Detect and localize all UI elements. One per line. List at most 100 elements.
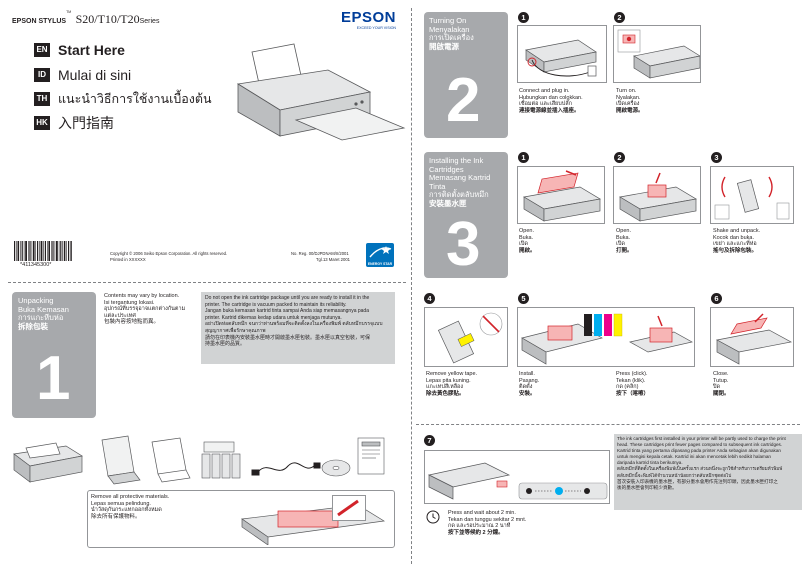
lang-title-en: Start Here bbox=[58, 42, 125, 58]
section-title-installing-ink: Installing the Ink Cartridges Memasang K… bbox=[429, 156, 490, 209]
ink-step-6-image bbox=[710, 307, 794, 367]
model-name: S20/T10/T20 bbox=[75, 12, 140, 26]
turning-on-step-1-image bbox=[517, 25, 607, 83]
contents-note: Contents may vary by location. Isi terga… bbox=[104, 293, 185, 326]
ink-s1-en: Open. bbox=[519, 228, 534, 234]
series-label: Series bbox=[139, 18, 160, 25]
step2-caption-th: เปิดเครื่อง bbox=[616, 101, 640, 108]
ink-warning-box: Do not open the ink cartridge package un… bbox=[201, 292, 395, 364]
ink-s6-en: Close. bbox=[713, 371, 729, 377]
ink-s6-hk: 關閉。 bbox=[713, 391, 730, 398]
ink-s5b-id: Tekan (klik). bbox=[616, 377, 646, 384]
turning-on-step-1-caption: Connect and plug in. Hubungkan dan colok… bbox=[519, 88, 583, 115]
step1-caption-hk: 連接電源線並插入插座。 bbox=[519, 108, 580, 115]
ink-s3-hk: 搖勻及拆除包裝。 bbox=[713, 248, 758, 255]
ink-note-line-3: Kartrid tinta yang pertama dipasang pada… bbox=[617, 448, 781, 454]
warning-line-5: อย่าเปิดห่อตลับหมึก จนกว่าท่านพร้อมที่จะ… bbox=[205, 321, 383, 328]
ink-note-line-4: untuk mengisi kepala cetak. Kartrid ini … bbox=[617, 454, 771, 460]
contents-power-cord bbox=[251, 462, 321, 476]
charging-illustration bbox=[427, 462, 608, 500]
ink-step-6-marker: 6 bbox=[711, 293, 722, 304]
section-number-1: 1 bbox=[36, 344, 71, 413]
lang-title-hk: 入門指南 bbox=[58, 115, 114, 131]
step1-caption-en: Connect and plug in. bbox=[519, 88, 570, 94]
ink-step-1-caption: Open. Buka. เปิด 開啟。 bbox=[519, 228, 536, 255]
ink-step-2-marker: 2 bbox=[614, 152, 625, 163]
warning-line-1: Do not open the ink cartridge package un… bbox=[205, 295, 370, 301]
turning-on-title-en: Turning On bbox=[429, 16, 467, 25]
contents-note-id: Isi tergantung lokasi. bbox=[104, 299, 155, 306]
ink-step-5-caption: Install. Pasang. ติดตั้ง 安裝。 bbox=[519, 371, 539, 398]
remove-note-th: นำวัสดุกันกระแทกออกทั้งหมด bbox=[91, 507, 162, 514]
contents-note-hk: 包裝內容按地點而異。 bbox=[104, 319, 160, 326]
ink-s7-id: Tekan dan tunggu sekitar 2 mnt. bbox=[448, 516, 527, 523]
turning-on-step-2-image bbox=[613, 25, 701, 83]
contents-printer bbox=[13, 442, 83, 483]
ink-step-4-caption: Remove yellow tape. Lepas pita kuning. แ… bbox=[426, 371, 477, 398]
contents-ink-cartridges bbox=[201, 441, 241, 479]
step1-caption-id: Hubungkan dan colokkan. bbox=[519, 94, 583, 101]
shake-cartridge-illustration bbox=[714, 176, 790, 220]
barcode bbox=[14, 241, 72, 261]
ink-s6-id: Tutup. bbox=[713, 377, 729, 384]
ink-step-4-marker: 4 bbox=[424, 293, 435, 304]
installing-title-en-2: Cartridges bbox=[429, 164, 464, 174]
open-cartridge-cover-illustration bbox=[619, 172, 697, 222]
ink-s4-th: แกะเทปสีเหลือง bbox=[426, 384, 464, 391]
ink-step-7-caption: Press and wait about 2 min. Tekan dan tu… bbox=[448, 510, 526, 537]
turning-on-title-hk: 開啟電源 bbox=[429, 41, 459, 51]
open-cover-illustration bbox=[523, 170, 601, 222]
lang-badge-hk: HK bbox=[34, 116, 50, 130]
unpacking-title-en: Unpacking bbox=[18, 296, 54, 305]
ink-step-6-caption: Close. Tutup. ปิด 關閉。 bbox=[713, 371, 730, 398]
energy-star-icon bbox=[369, 246, 392, 258]
section-number-2: 2 bbox=[446, 66, 481, 135]
step2-caption-en: Turn on. bbox=[616, 88, 637, 94]
section-title-turning-on: Turning On Menyalakan การเปิดเครื่อง 開啟電… bbox=[429, 16, 474, 51]
step2-caption-id: Nyalakan. bbox=[616, 94, 641, 101]
ink-note-line-7: ตลับหมึกนี้จะพิมพ์ได้จำนวนหน้าน้อยกว่าตล… bbox=[617, 472, 732, 478]
ink-s4-id: Lepas pita kuning. bbox=[426, 377, 471, 384]
ink-s7-th: กด และรอประมาณ 2 นาที bbox=[448, 523, 511, 530]
ink-s3-id: Kocok dan buka. bbox=[713, 234, 754, 241]
turning-on-title-id: Menyalakan bbox=[429, 24, 470, 34]
lang-badge-en: EN bbox=[34, 43, 50, 57]
ink-step-5b-caption: Press (click). Tekan (klik). กด (คลิก) 按… bbox=[616, 371, 649, 398]
turning-on-step-2-caption: Turn on. Nyalakan. เปิดเครื่อง 開啟電源。 bbox=[616, 88, 644, 115]
lang-title-id: Mulai di sini bbox=[58, 67, 132, 83]
connect-power-illustration bbox=[525, 39, 597, 77]
ink-s5-id: Pasang. bbox=[519, 377, 540, 384]
remove-materials-box: Remove all protective materials. Lepas s… bbox=[87, 490, 395, 548]
power-button-illustration bbox=[617, 29, 700, 79]
ink-s5-en: Install. bbox=[519, 371, 535, 377]
ink-step-1-marker: 1 bbox=[518, 152, 529, 163]
warning-line-8: 持墨水匣的品質。 bbox=[205, 341, 246, 348]
contents-manual bbox=[357, 437, 385, 475]
clock-icon bbox=[426, 510, 440, 524]
installing-title-en-1: Installing the Ink bbox=[429, 156, 484, 165]
ink-step-1-image bbox=[517, 166, 605, 224]
lang-title-th: แนะนำวิธีการใช้งานเบื้องต้น bbox=[58, 92, 212, 106]
section-card-installing-ink: Installing the Ink Cartridges Memasang K… bbox=[424, 152, 508, 278]
remove-note-en: Remove all protective materials. bbox=[91, 494, 170, 500]
ink-s7-hk: 按下並等候約 2 分鐘。 bbox=[448, 530, 504, 537]
ink-step-7-marker: 7 bbox=[424, 435, 435, 446]
contents-note-th: อุปกรณ์ที่บรรจุอาจแตกต่างกันตาม bbox=[104, 306, 186, 313]
turning-on-step-2-marker: 2 bbox=[614, 12, 625, 23]
warning-line-2: printer. The cartridge is vacuum packed … bbox=[205, 301, 347, 308]
reg-date: Tgl.13 Maret 2001 bbox=[316, 257, 350, 262]
ink-s7-en: Press and wait about 2 min. bbox=[448, 510, 516, 516]
ink-s4-en: Remove yellow tape. bbox=[426, 371, 478, 377]
ink-step-7-image bbox=[424, 450, 610, 504]
ink-step-2-image bbox=[613, 166, 701, 224]
section-card-unpacking: Unpacking Buka Kemasan การแกะหีบห่อ 拆除包裝… bbox=[12, 292, 96, 418]
unpacking-title-hk: 拆除包裝 bbox=[18, 321, 48, 331]
printer-hero-illustration bbox=[236, 43, 406, 141]
warning-line-7: 請勿在印表機內安裝墨水匣時才開啟墨水匣包裝。墨水匣以真空包裝，可保 bbox=[205, 334, 371, 341]
contents-note-th2: แต่ละประเทศ bbox=[104, 312, 136, 319]
section-number-3: 3 bbox=[446, 210, 481, 279]
ink-s5b-en: Press (click). bbox=[616, 371, 648, 377]
remove-note-hk: 除去所有保護物料。 bbox=[91, 513, 141, 520]
ink-s2-hk: 打開。 bbox=[616, 248, 633, 255]
install-cartridges-illustration bbox=[521, 313, 693, 365]
